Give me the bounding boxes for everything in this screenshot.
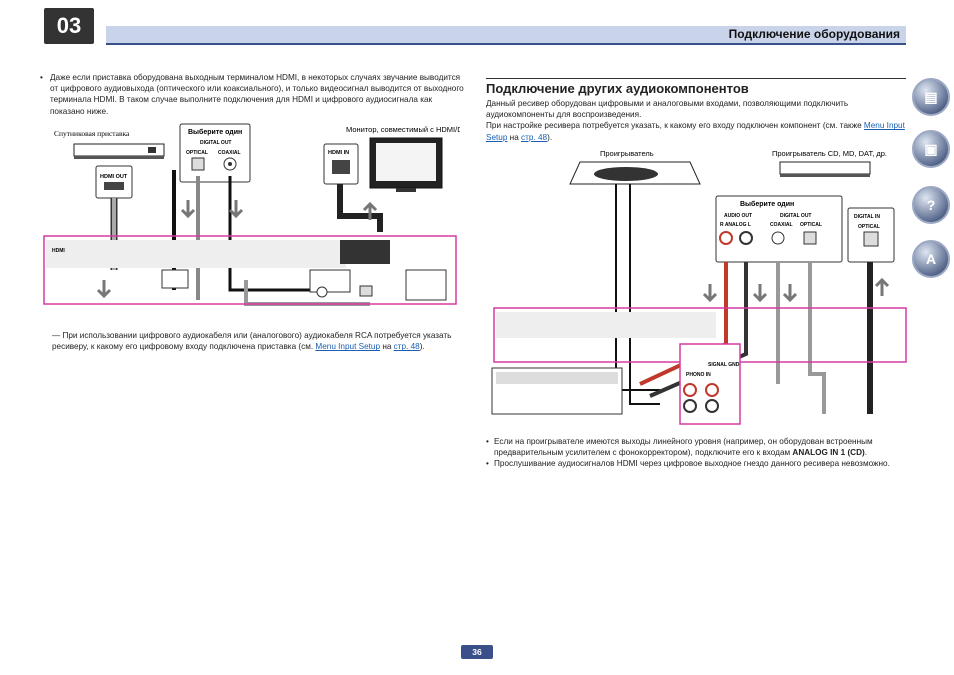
signal-gnd-label: SIGNAL GND <box>708 362 740 368</box>
hdmi-connection-diagram: Спутниковая приставка Выберите один DIGI… <box>43 123 460 306</box>
bullet2-text: Прослушивание аудиосигналов HDMI через ц… <box>494 459 890 469</box>
help-icon[interactable]: ? <box>912 186 950 224</box>
svg-text:HDMI: HDMI <box>52 248 65 254</box>
note-text: — При использовании цифрового аудиокабел… <box>52 331 452 352</box>
right-intro: Данный ресивер оборудован цифровыми и ан… <box>486 98 906 143</box>
arrow-up-icon <box>874 277 890 296</box>
note-text-mid: на <box>380 342 394 352</box>
optical-jack-icon-2 <box>803 231 817 245</box>
cd-player-icon <box>779 161 871 175</box>
bullet1-end: . <box>864 448 868 458</box>
analog-r-jack-icon <box>719 231 733 245</box>
analog-in-1-label: ANALOG IN 1 (CD) <box>792 448 865 458</box>
digital-out-label-2: DIGITAL OUT <box>780 213 811 219</box>
optical-jack-icon <box>191 157 205 171</box>
satellite-box-label: Спутниковая приставка <box>54 129 130 138</box>
page-48-link-2[interactable]: стр. 48 <box>521 132 548 142</box>
optical-label: OPTICAL <box>186 150 208 156</box>
arrow-down-icon <box>752 284 768 303</box>
hdmi-in-jack-icon <box>332 160 350 174</box>
index-icon[interactable]: A <box>912 240 950 278</box>
setup-paragraph: При настройке ресивера потребуется указа… <box>486 120 906 142</box>
audio-connection-diagram: Проигрыватель Проигрыватель CD, MD, DAT,… <box>491 149 907 425</box>
optical-in-label: OPTICAL <box>858 224 880 230</box>
digital-in-label: DIGITAL IN <box>854 214 880 220</box>
menu-input-setup-link[interactable]: Menu Input Setup <box>315 342 381 352</box>
bullet-hdmi-note: • Прослушивание аудиосигналов HDMI через… <box>486 459 890 469</box>
audio-out-label: AUDIO OUT <box>724 213 752 219</box>
hdmi-in-label: HDMI IN <box>328 150 349 156</box>
header-bar: Подключение оборудования <box>106 26 906 45</box>
menu-input-setup-link-2[interactable]: Menu Input Setup <box>486 121 905 142</box>
hdmi-out-label: HDMI OUT <box>100 174 128 180</box>
coaxial-label-2: COAXIAL <box>770 222 793 228</box>
choose-one-label-2: Выберите один <box>740 200 794 208</box>
optical-label-2: OPTICAL <box>800 222 822 228</box>
bullet1-text: Если на проигрывателе имеются выходы лин… <box>494 437 873 458</box>
arrow-down-icon <box>96 280 112 299</box>
intro-bullet-text: Даже если приставка оборудована выходным… <box>50 73 464 116</box>
setup-text-mid: на <box>507 132 522 142</box>
note-text-end: ). <box>419 342 425 352</box>
arrow-down-icon <box>702 284 718 303</box>
arrow-up-icon <box>362 201 378 220</box>
bullet-line-level: • Если на проигрывателе имеются выходы л… <box>486 437 873 458</box>
coaxial-label: COAXIAL <box>218 150 241 156</box>
cd-player-label: Проигрыватель CD, MD, DAT, др. <box>772 149 887 158</box>
page-title: Подключение оборудования <box>728 27 900 41</box>
section-title: Подключение других аудиокомпонентов <box>486 78 906 96</box>
analog-l-jack-icon <box>739 231 753 245</box>
coaxial-jack-icon-2 <box>771 231 785 245</box>
remote-icon[interactable]: ▣ <box>912 130 950 168</box>
book-icon[interactable]: ▤ <box>912 78 950 116</box>
chapter-number: 03 <box>44 8 94 44</box>
intro-bullet: • Даже если приставка оборудована выходн… <box>40 72 466 117</box>
choose-one-label: Выберите один <box>188 128 242 136</box>
arrow-down-icon <box>180 200 196 219</box>
r-analog-l-label: R ANALOG L <box>720 222 751 228</box>
arrow-down-icon <box>782 284 798 303</box>
right-bullets: • Если на проигрывателе имеются выходы л… <box>486 436 906 470</box>
digital-out-label: DIGITAL OUT <box>200 140 231 146</box>
arrow-down-icon <box>228 200 244 219</box>
left-note: — При использовании цифрового аудиокабел… <box>52 330 464 352</box>
turntable-label: Проигрыватель <box>600 149 654 158</box>
receiver-rear-panel <box>43 235 457 305</box>
setup-text: При настройке ресивера потребуется указа… <box>486 121 864 131</box>
setup-text-end: ). <box>547 132 553 142</box>
hdmi-out-jack-icon <box>104 182 124 190</box>
intro-paragraph: Данный ресивер оборудован цифровыми и ан… <box>486 99 849 120</box>
phono-in-label: PHONO IN <box>686 372 711 378</box>
optical-in-jack-icon <box>863 231 879 247</box>
monitor-label: Монитор, совместимый с HDMI/DVI <box>346 125 460 134</box>
page-48-link[interactable]: стр. 48 <box>393 342 420 352</box>
page-number: 36 <box>461 645 493 659</box>
